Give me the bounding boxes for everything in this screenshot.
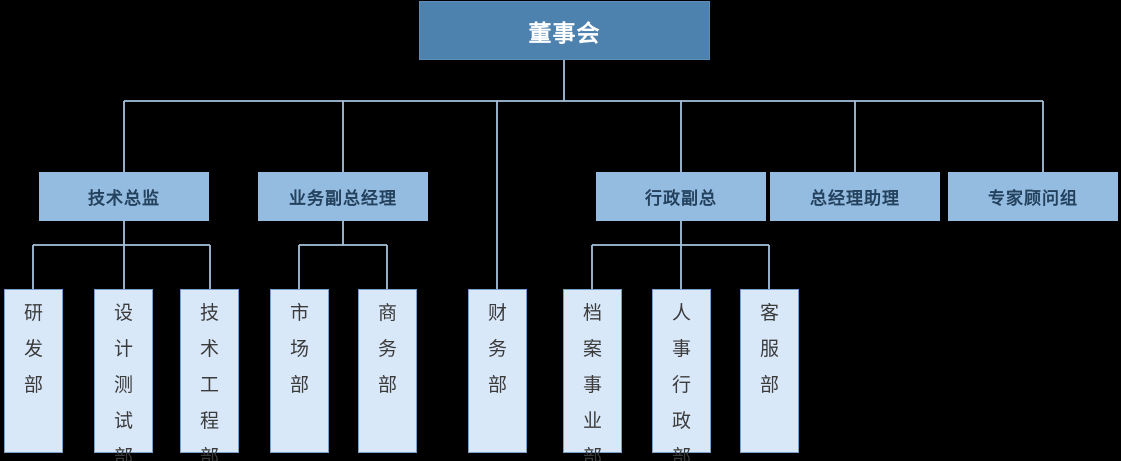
node-customer-service-dept: 客服部 bbox=[740, 289, 799, 453]
node-label: 客服部 bbox=[759, 303, 779, 396]
node-tech-engineering-dept: 技术工程部 bbox=[180, 289, 239, 461]
node-label: 财务部 bbox=[487, 303, 507, 396]
node-label: 商务部 bbox=[377, 303, 397, 396]
node-tech-director: 技术总监 bbox=[39, 172, 209, 221]
node-finance-dept: 财务部 bbox=[468, 289, 527, 453]
node-label: 市场部 bbox=[289, 303, 309, 396]
node-label: 专家顾问组 bbox=[988, 189, 1078, 208]
node-label: 董事会 bbox=[528, 19, 601, 46]
node-label: 人事行政部 bbox=[671, 303, 691, 461]
node-expert-advisor-group: 专家顾问组 bbox=[948, 172, 1118, 221]
node-label: 设计测试部 bbox=[113, 303, 133, 461]
node-label: 技术总监 bbox=[88, 189, 160, 208]
node-label: 技术工程部 bbox=[199, 303, 219, 461]
node-label: 总经理助理 bbox=[810, 189, 900, 208]
node-hr-admin-dept: 人事行政部 bbox=[652, 289, 711, 461]
node-commerce-dept: 商务部 bbox=[358, 289, 417, 453]
node-archives-business-dept: 档案事业部 bbox=[563, 289, 622, 461]
connector-path bbox=[32, 60, 1044, 289]
node-label: 研发部 bbox=[23, 303, 43, 396]
node-business-deputy-gm: 业务副总经理 bbox=[258, 172, 428, 221]
node-gm-assistant: 总经理助理 bbox=[770, 172, 940, 221]
node-design-test-dept: 设计测试部 bbox=[94, 289, 153, 461]
node-rd-dept: 研发部 bbox=[4, 289, 63, 453]
node-label: 档案事业部 bbox=[582, 303, 602, 461]
node-marketing-dept: 市场部 bbox=[270, 289, 329, 453]
node-label: 业务副总经理 bbox=[289, 189, 397, 208]
node-label: 行政副总 bbox=[645, 189, 717, 208]
node-board-of-directors: 董事会 bbox=[419, 1, 710, 60]
node-admin-deputy-gm: 行政副总 bbox=[596, 172, 766, 221]
